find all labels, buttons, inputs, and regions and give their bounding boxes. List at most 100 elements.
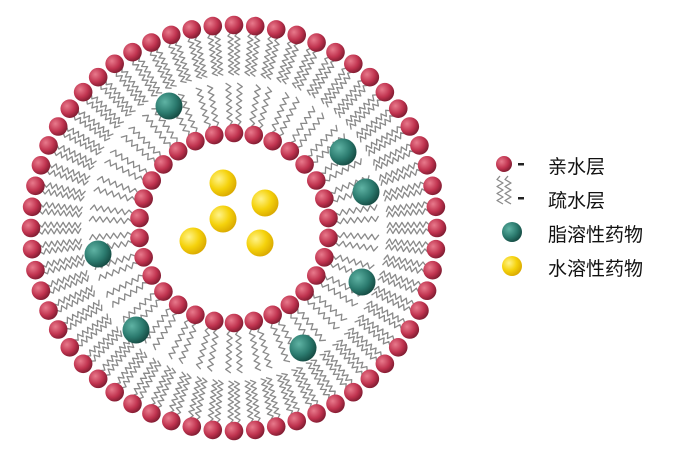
lipid-tail	[49, 275, 90, 294]
water-soluble-drug	[209, 169, 237, 197]
lipid-tail	[290, 105, 316, 143]
lipid-tail	[349, 99, 382, 130]
lipid-tail	[375, 150, 414, 171]
hydrophilic-head	[203, 420, 223, 440]
lipid-tail	[313, 133, 346, 163]
lipid-tail	[73, 116, 111, 142]
lipid-tail	[335, 240, 379, 252]
lipid-tail	[248, 329, 262, 372]
hydrophilic-head	[26, 260, 45, 280]
hydrophilic-head	[105, 54, 124, 74]
water-soluble-drug	[209, 205, 237, 233]
hydrophilic-head	[31, 155, 51, 175]
hydrophilic-head	[203, 16, 223, 36]
hydrophilic-head	[154, 282, 173, 301]
lipid-tail	[279, 96, 300, 137]
lipid-tail	[371, 290, 412, 311]
lipid-tail	[347, 327, 382, 356]
lipid-tail	[305, 362, 330, 399]
hydrophilic-head	[266, 20, 286, 39]
lipid-tail	[297, 308, 326, 342]
lipid-soluble-drug	[84, 240, 112, 268]
lipid-tail	[319, 353, 347, 388]
lipid-tail	[62, 133, 102, 156]
hydrophilic-head	[423, 176, 442, 196]
lipid-tail	[106, 341, 135, 376]
hydrophilic-head	[315, 189, 334, 208]
lipid-tail	[214, 379, 224, 423]
lipid-tail	[138, 57, 163, 94]
lipid-tail	[276, 374, 294, 415]
lipid-tail	[151, 108, 178, 143]
hydrophilic-head	[123, 42, 142, 62]
lipid-tail	[156, 48, 177, 87]
lipid-soluble-drug	[352, 178, 380, 206]
hydrophobic-tails-layer	[38, 32, 430, 424]
lipid-tail	[306, 56, 329, 96]
lipid-tail	[88, 231, 132, 241]
lipid-tail	[335, 204, 378, 216]
lipid-tail	[373, 143, 411, 166]
lipid-tail	[174, 41, 192, 82]
lipid-tail	[168, 43, 187, 84]
legend-label-water-soluble: 水溶性药物	[548, 257, 644, 280]
legend-icons	[496, 156, 524, 276]
hydrophilic-head	[400, 117, 420, 136]
lipid-tail	[320, 67, 346, 105]
lipid-tail	[112, 282, 147, 308]
lipid-tail	[378, 162, 419, 181]
hydrophilic-head	[417, 281, 437, 301]
lipid-tail	[271, 91, 290, 133]
lipid-tail	[157, 367, 177, 409]
hydrophilic-head	[130, 228, 149, 248]
lipid-tail	[343, 331, 378, 362]
lipid-tail	[257, 86, 273, 129]
lipid-tail	[249, 379, 261, 422]
hydrophilic-head	[21, 218, 41, 238]
hydrophilic-head	[186, 305, 205, 325]
lipid-tail	[297, 112, 325, 148]
lipid-tail	[42, 188, 85, 202]
legend-label-lipid-soluble: 脂溶性药物	[548, 223, 644, 246]
lipid-soluble-drug	[122, 316, 150, 344]
lipid-tail	[332, 254, 375, 270]
lipid-tail	[142, 114, 171, 148]
lipid-tail	[249, 34, 261, 78]
hydrophilic-head	[60, 99, 80, 118]
water-soluble-drug	[246, 229, 274, 257]
hydrophilic-head	[245, 420, 265, 440]
hydrophilic-head	[39, 301, 58, 320]
lipid-tail	[175, 373, 192, 416]
legend-head-icon	[496, 156, 512, 172]
hydrophilic-head	[60, 338, 80, 357]
hydrophilic-head	[326, 42, 345, 62]
hydrophilic-head	[287, 25, 307, 45]
lipid-tail	[53, 151, 95, 171]
lipid-tail	[291, 47, 311, 89]
hydrophilic-head	[326, 394, 345, 414]
hydrophilic-head	[105, 382, 124, 402]
lipid-tail	[66, 127, 105, 151]
lipid-tail	[356, 109, 390, 138]
lipid-tail	[281, 372, 300, 413]
lipid-tail	[330, 175, 370, 195]
lipid-tail	[149, 51, 172, 89]
lipid-tail	[115, 72, 144, 106]
lipid-tail	[336, 339, 368, 371]
lipid-tail	[43, 182, 86, 197]
lipid-tail	[93, 186, 136, 202]
drug-particles-layer	[84, 92, 380, 362]
lipid-tail	[225, 82, 233, 126]
lipid-tail	[151, 365, 172, 406]
lipid-tail	[260, 378, 274, 420]
legend-tail-icon	[496, 175, 504, 205]
lipid-tail	[43, 259, 86, 275]
legend-lipid-drug-icon	[502, 222, 522, 242]
lipid-tail	[307, 299, 340, 330]
lipid-tail	[195, 327, 211, 370]
lipid-tail	[384, 188, 426, 202]
lipid-tail	[109, 149, 148, 174]
lipid-tail	[265, 37, 280, 80]
lipid-tail	[38, 221, 82, 229]
hydrophilic-head	[263, 131, 282, 151]
